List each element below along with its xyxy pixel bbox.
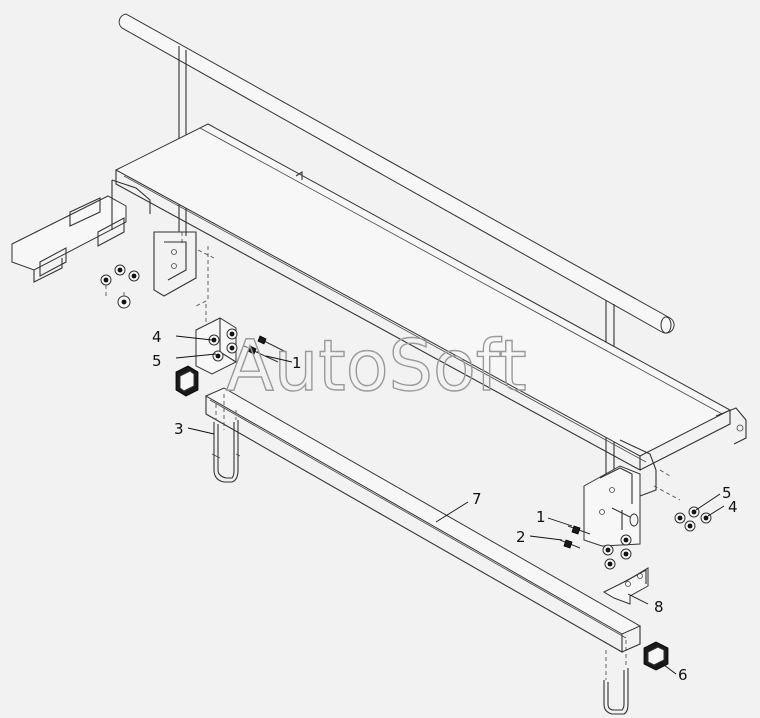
right-mount-bracket — [559, 439, 712, 570]
watermark: AutoSoft — [226, 325, 527, 407]
callout-1-left: 1 — [292, 354, 302, 372]
square-tube — [204, 387, 642, 653]
walkway-platform — [114, 123, 747, 471]
left-mounting-plate — [195, 304, 287, 375]
callout-5-right: 5 — [722, 484, 732, 502]
callout-7: 7 — [472, 490, 482, 508]
left-mount-bracket — [11, 179, 215, 309]
callout-4-left: 4 — [152, 328, 162, 346]
leader-lines — [175, 335, 725, 675]
callout-5-left: 5 — [152, 352, 162, 370]
left-end-cap — [175, 365, 199, 397]
callout-6: 6 — [678, 666, 688, 684]
callout-2: 2 — [516, 528, 526, 546]
right-mounting-plate — [602, 567, 649, 605]
left-nut-group — [100, 264, 140, 309]
callout-3: 3 — [174, 420, 184, 438]
callout-1-right: 1 — [536, 508, 546, 526]
left-u-bolt — [211, 404, 241, 483]
callout-4-right: 4 — [728, 498, 738, 516]
right-u-bolt — [603, 640, 629, 715]
callout-8: 8 — [654, 598, 664, 616]
